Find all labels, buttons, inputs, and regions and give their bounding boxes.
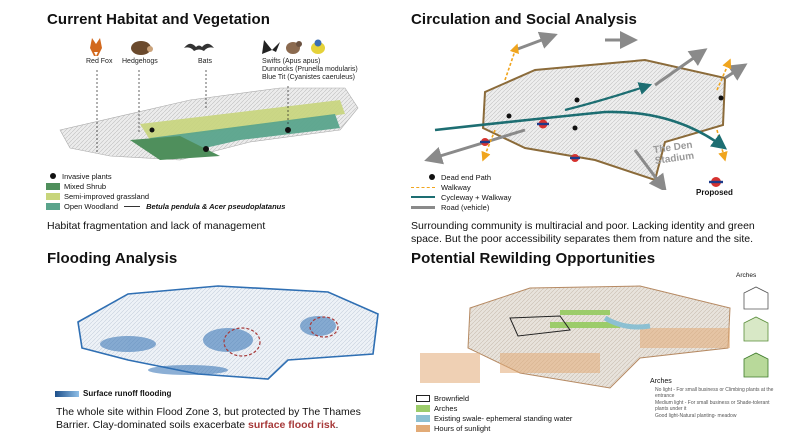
habitat-legend: Invasive plants Mixed Shrub Semi-improve… <box>46 171 285 211</box>
arches-note-medium-light: Medium light - For small business or Sha… <box>655 400 770 412</box>
arches-notes-title: Arches <box>650 378 672 385</box>
swifts-label: Swifts (Apus apus) <box>262 58 321 65</box>
flood-map <box>77 285 379 380</box>
legend-road: Road (vehicle) <box>441 202 490 212</box>
circulation-title: Circulation and Social Analysis <box>411 11 637 28</box>
fox-label: Red Fox <box>86 58 113 65</box>
fox-icon <box>90 38 102 56</box>
risk-ring <box>223 327 261 357</box>
site-boundary <box>481 58 727 182</box>
arch-medium-light-icon <box>743 316 769 342</box>
proposed-label: Proposed <box>696 188 733 197</box>
rewilding-legend: Brownfield Arches Existing swale- epheme… <box>416 393 572 433</box>
flood-caption-main: The whole site within Flood Zone 3, but … <box>56 406 361 431</box>
legend-swale: Existing swale- ephemeral standing water <box>434 413 573 423</box>
grassland-area <box>140 100 345 140</box>
station-icon <box>480 138 490 146</box>
station-icon <box>570 154 580 162</box>
flood-caption: The whole site within Flood Zone 3, but … <box>56 406 386 432</box>
legend-woodland-species: Betula pendula & Acer pseudoplatanus <box>146 201 286 211</box>
rewilding-title: Potential Rewilding Opportunities <box>411 250 656 267</box>
arches-note-good-light: Good light-Natural planting- meadow <box>655 413 737 419</box>
invasive-dot <box>149 127 155 133</box>
flood-caption-end: . <box>335 419 339 431</box>
brownfield-outline <box>509 315 571 337</box>
bat-icon <box>184 43 214 51</box>
habitat-title: Current Habitat and Vegetation <box>47 11 271 28</box>
dunnock-icon <box>286 41 302 54</box>
legend-walkway: Walkway <box>441 182 471 192</box>
arch-diagrams <box>743 286 769 378</box>
dunnocks-label: Dunnocks (Prunella modularis) <box>262 66 358 73</box>
legend-invasive: Invasive plants <box>62 171 112 181</box>
arch-good-light-icon <box>743 352 769 378</box>
legend-woodland: Open Woodland <box>64 201 119 211</box>
hedgehog-label: Hedgehogs <box>122 58 158 65</box>
flood-caption-highlight: surface flood risk <box>248 419 336 431</box>
invasive-dot <box>285 127 291 133</box>
legend-arches: Arches <box>434 403 458 413</box>
flood-legend: Surface runoff flooding <box>55 389 171 398</box>
cycleway-line <box>434 110 728 150</box>
species-icons <box>90 38 325 56</box>
runoff-swatch <box>55 390 79 397</box>
risk-ring <box>309 316 339 338</box>
station-icon <box>537 119 549 129</box>
shrub-area <box>130 136 220 160</box>
arch-no-light-icon <box>743 286 769 310</box>
legend-brownfield: Brownfield <box>434 393 470 403</box>
arches-side-title: Arches <box>736 272 757 279</box>
arches-note-no-light: No light - For small business or Climbin… <box>655 387 774 399</box>
station-icon <box>709 177 723 187</box>
invasive-dot <box>203 146 209 152</box>
legend-sunlight: Hours of sunlight <box>434 423 491 433</box>
legend-mixed-shrub: Mixed Shrub <box>64 181 107 191</box>
swift-icon <box>262 40 280 54</box>
legend-runoff: Surface runoff flooding <box>83 389 172 398</box>
flooding-title: Flooding Analysis <box>47 250 178 267</box>
circulation-caption: Surrounding community is multiracial and… <box>411 220 755 245</box>
circulation-legend: Dead end Path Walkway Cycleway + Walkway… <box>411 172 511 212</box>
legend-dead-end: Dead end Path <box>441 172 492 182</box>
legend-grassland: Semi-improved grassland <box>64 191 150 201</box>
legend-cycleway: Cycleway + Walkway <box>441 192 512 202</box>
hedgehog-icon <box>131 41 153 55</box>
swale-path <box>603 315 651 330</box>
circulation-map <box>424 31 748 190</box>
rewilding-map <box>420 285 731 389</box>
blue-tit-icon <box>311 39 325 54</box>
habitat-caption: Habitat fragmentation and lack of manage… <box>47 220 266 232</box>
bluetit-label: Blue Tit (Cyanistes caeruleus) <box>262 74 355 81</box>
habitat-map <box>59 70 359 161</box>
bats-label: Bats <box>198 58 213 65</box>
